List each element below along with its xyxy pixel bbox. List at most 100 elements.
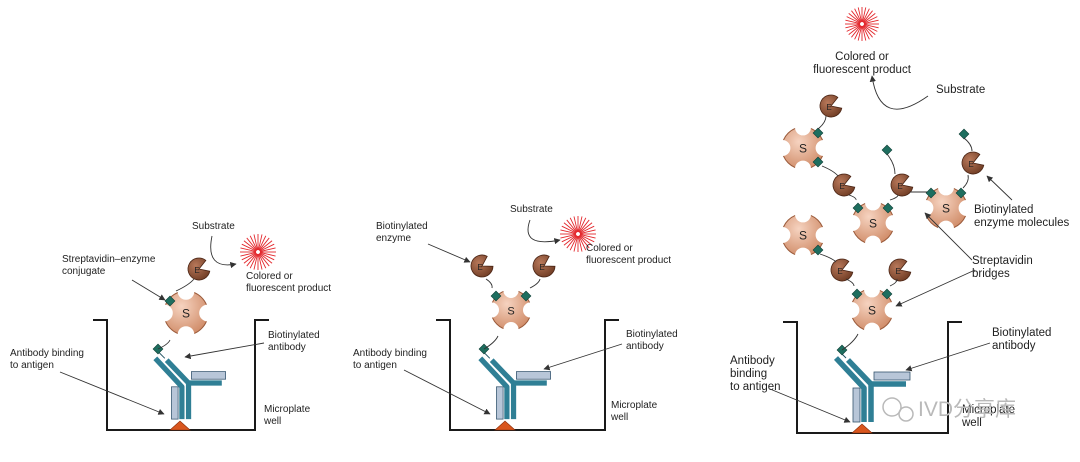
panel2-link: [483, 335, 499, 350]
enzyme-letter: E: [895, 267, 900, 276]
panel3-biotin-t1: [812, 127, 824, 139]
panel3-biotin-free1: [881, 144, 893, 156]
panel2-substrate-label: Substrate: [510, 204, 553, 215]
panel2-link-enzyme-left: [485, 278, 493, 289]
panel3-biotin-r1: [925, 187, 937, 199]
panel1-conjugate-arrow: [131, 279, 166, 301]
panel2-binding-arrow: [403, 369, 491, 415]
panel3-product-burst: [845, 7, 879, 41]
panel3-enzyme-m1: E: [832, 173, 856, 197]
panel2-link-enzyme-right: [529, 278, 541, 289]
panel3-streptavidin-top: S: [774, 119, 832, 177]
panel1-streptavidin: S: [156, 283, 216, 343]
panel1-substrate-arrow: [210, 235, 237, 269]
panel3-link-free1: [886, 153, 896, 175]
watermark-text: IVD分享库: [918, 398, 1016, 421]
panel2-biotinylated-enzyme-arrow: [427, 243, 471, 263]
panel2-antibody-arrow: [543, 343, 623, 371]
panel2-enzyme-left: E: [470, 254, 494, 278]
panel1-link: [157, 339, 171, 350]
panel3-streptavidin-bottom: S: [843, 281, 901, 339]
panel2-biotin-right: [520, 290, 532, 302]
panel1-biotin-enzyme: [164, 295, 176, 307]
panel3-streptavidin-left: S: [774, 206, 832, 264]
panel3-streptavidin-right: S: [917, 179, 975, 237]
enzyme-letter: E: [968, 160, 973, 169]
panel3-antibody: [833, 349, 911, 423]
panel3-link-t1: [817, 115, 827, 130]
enzyme-letter: E: [194, 266, 199, 275]
panel2-product-burst: [560, 216, 596, 252]
streptavidin-letter: S: [869, 217, 877, 231]
panel3-link-t2: [821, 165, 839, 177]
panel3-binding-arrow: [769, 388, 851, 423]
panel3-link-b1: [845, 278, 855, 287]
panel1-product-burst: [240, 234, 276, 270]
panel3-link-b2: [889, 278, 898, 287]
panel1-antibody-arrow: [184, 342, 265, 360]
enzyme-letter: E: [839, 182, 844, 191]
enzyme-letter: E: [897, 182, 902, 191]
enzyme-letter: E: [826, 103, 831, 112]
panel3-enzyme-b2: E: [888, 258, 912, 282]
enzyme-letter: E: [477, 263, 482, 272]
panel1-link-enzyme: [175, 278, 195, 292]
watermark-logo-icon: [882, 397, 902, 417]
panel2-enzyme-right: E: [532, 254, 556, 278]
panel3-biotin-b1: [851, 288, 863, 300]
streptavidin-letter: S: [942, 202, 950, 216]
panel3-enzyme-top: E: [819, 94, 843, 118]
streptavidin-letter: S: [182, 307, 190, 321]
panel3-enzyme-m2: E: [890, 173, 914, 197]
panel3-substrate-arrow: [869, 75, 929, 110]
panel3-biotin-free2: [958, 128, 970, 140]
panel2-substrate-arrow: [527, 219, 561, 245]
streptavidin-letter: S: [799, 229, 807, 243]
panel3-biotin-r2: [955, 187, 967, 199]
panel3-enzyme-right: E: [961, 151, 985, 175]
enzyme-letter: E: [837, 267, 842, 276]
panel1-antigen: [169, 420, 191, 431]
panel2-microplate-well: [436, 319, 619, 431]
streptavidin-letter: S: [799, 142, 807, 156]
panel2-antibody: [478, 350, 551, 420]
panel2-biotin-left: [490, 290, 502, 302]
panel2-streptavidin: S: [483, 282, 539, 338]
panel3-link-r2: [962, 174, 969, 189]
panel1-binding-arrow: [59, 371, 165, 415]
panel3-biotin-b2: [881, 288, 893, 300]
panel3-link-l1: [819, 253, 837, 263]
panel3-antigen: [851, 423, 873, 434]
panel3-antibody-arrow: [905, 342, 991, 372]
panel3-link-m1: [848, 194, 857, 201]
watermark-logo-icon-small: [898, 406, 914, 422]
panel3-bridges-arrow-1: [924, 212, 973, 261]
panel3-link-m2: [889, 194, 899, 201]
streptavidin-letter: S: [868, 304, 876, 318]
panel3-link-free2: [963, 137, 973, 152]
panel3-link: [841, 333, 859, 351]
panel3-microplate-well: [783, 321, 962, 434]
panel3-substrate-label: Substrate: [936, 84, 985, 96]
panel1-antibody: [153, 350, 226, 420]
panel1-substrate-label: Substrate: [192, 221, 235, 232]
panel2-antigen: [494, 420, 516, 431]
panel3-biotin-t2: [812, 156, 824, 168]
